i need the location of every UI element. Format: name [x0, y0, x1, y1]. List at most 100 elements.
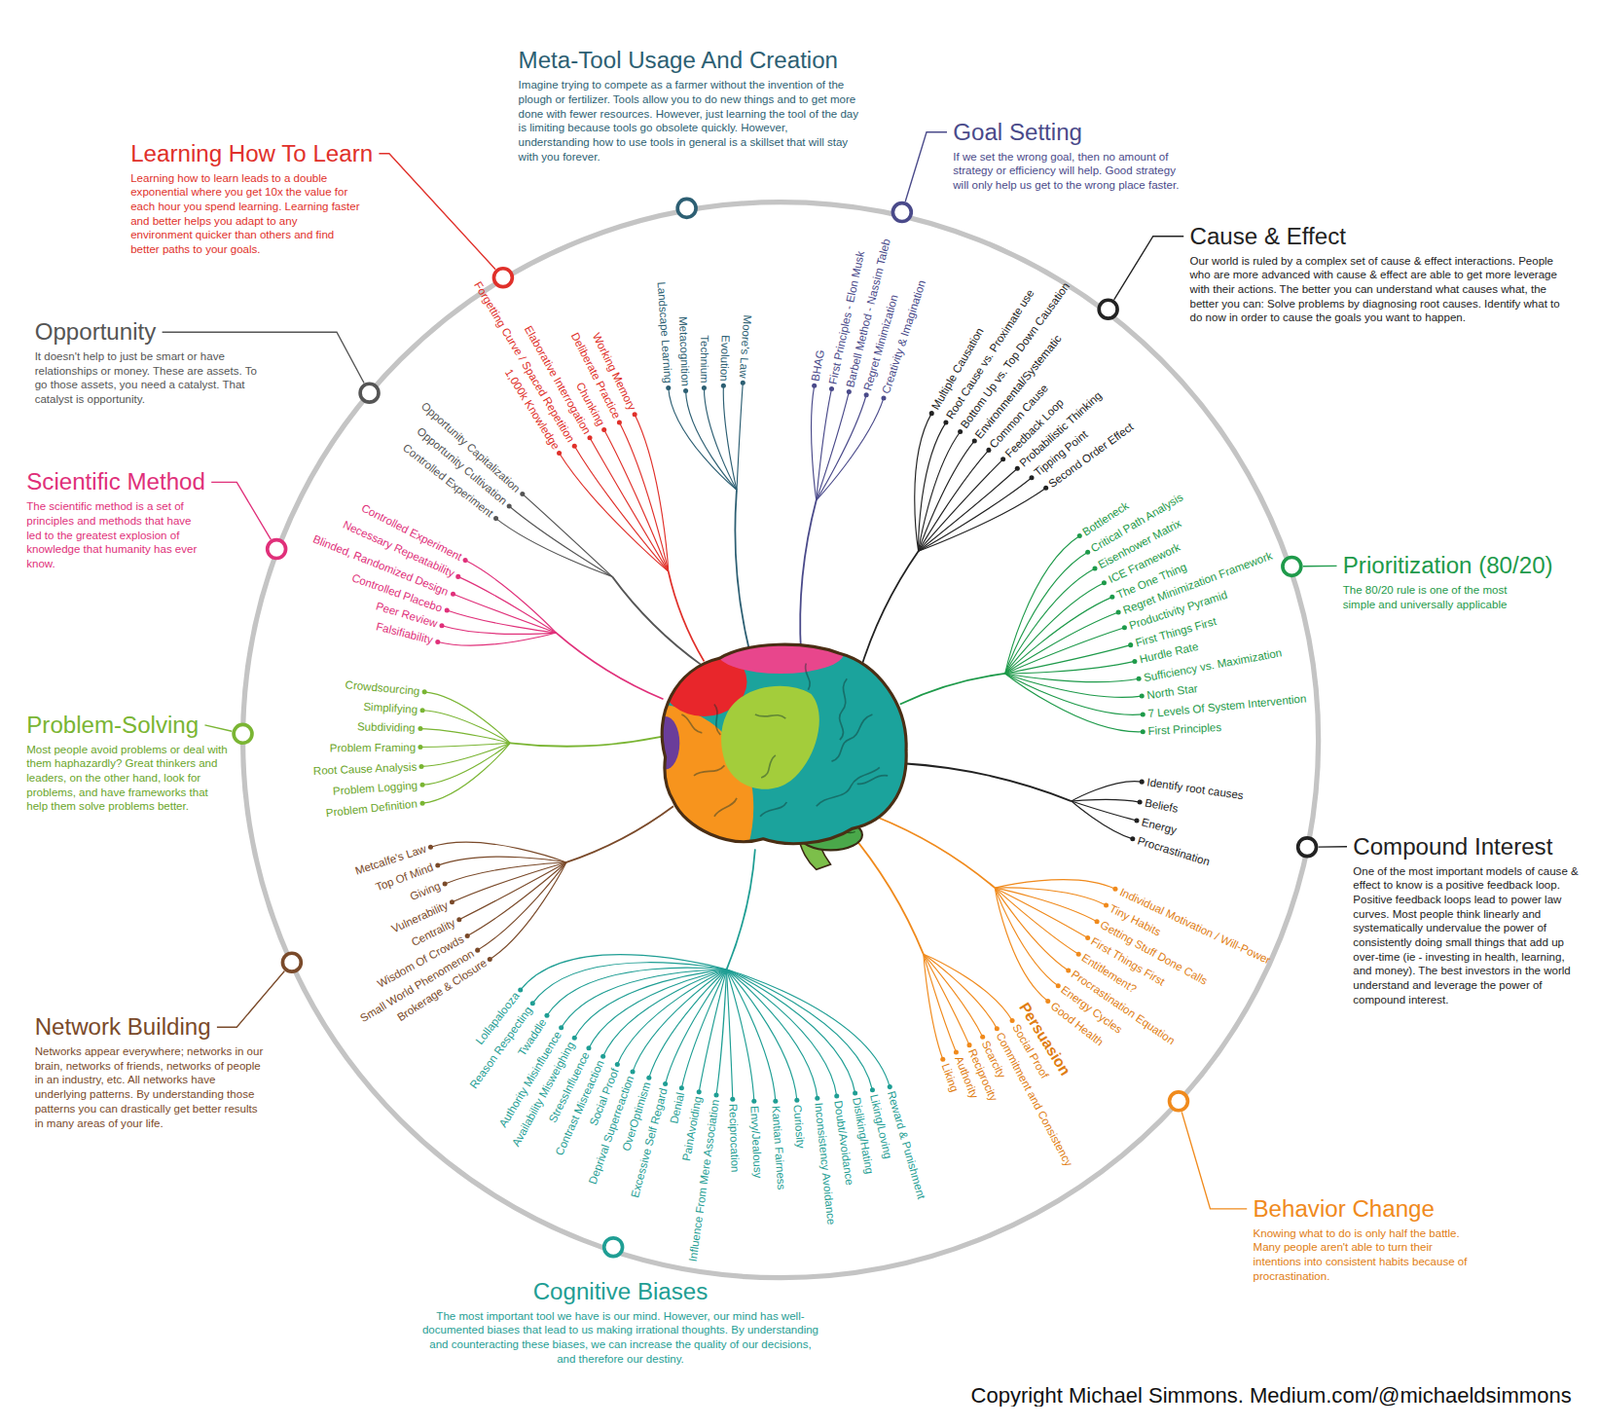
branch-dot	[463, 557, 469, 563]
branch-dot	[617, 420, 622, 426]
branch-dot	[422, 689, 428, 694]
branch-line	[509, 506, 613, 577]
branch-dot	[852, 1090, 858, 1095]
branch-item: Kantian Fairness	[768, 1105, 789, 1191]
branch-dot	[493, 515, 499, 521]
category-ring	[282, 952, 301, 972]
branch-dot	[696, 1089, 702, 1094]
branch-line	[727, 969, 856, 1093]
branch-dot	[772, 1098, 778, 1104]
branch-line	[451, 862, 566, 903]
branch-line	[589, 437, 669, 572]
branch-dot	[558, 1024, 564, 1030]
category-callout: Cognitive BiasesThe most important tool …	[421, 1277, 820, 1366]
branch-line	[994, 887, 1058, 986]
branch-dot	[1076, 951, 1082, 957]
branch-stem	[612, 576, 702, 665]
branch-item: Denial	[666, 1090, 687, 1126]
branch-line	[723, 385, 737, 490]
category-description: Imagine trying to compete as a farmer wi…	[518, 77, 861, 164]
category-heading: Cause & Effect	[1190, 222, 1346, 251]
category-description: The 80/20 rule is one of the most simple…	[1343, 582, 1512, 612]
fold	[714, 703, 721, 734]
branch-dot	[572, 1035, 578, 1041]
branch-line	[923, 953, 957, 1053]
branch-line	[467, 862, 567, 936]
branch-item: Problem Definition	[325, 797, 418, 820]
category-ring	[1282, 556, 1302, 576]
category-description: The scientific method is a set of princi…	[26, 499, 205, 571]
category-description: One of the most important models of caus…	[1352, 863, 1582, 1007]
branch-dot	[811, 383, 817, 389]
branch-line	[546, 967, 728, 1016]
category-callout: Meta-Tool Usage And CreationImagine tryi…	[518, 46, 866, 164]
branch-line	[811, 385, 817, 500]
leader-line	[905, 132, 947, 202]
branch-line	[1005, 673, 1144, 715]
branch-dot	[662, 1081, 668, 1087]
branch-line	[617, 969, 727, 1065]
branch-line	[994, 887, 1079, 954]
branch-stem	[900, 673, 1006, 704]
category-description: It doesn't help to just be smart or have…	[35, 349, 260, 407]
brain-outline	[661, 644, 907, 843]
branch-item: Envy/Jealousy	[747, 1105, 765, 1179]
branch-dot	[980, 1034, 985, 1040]
branch-dot	[465, 933, 471, 939]
branch-line	[703, 387, 737, 490]
branch-dot	[442, 880, 448, 886]
branch-dot	[419, 763, 425, 769]
category-description: Our world is ruled by a complex set of c…	[1190, 253, 1570, 325]
branch-line	[522, 493, 613, 577]
branch-line	[923, 953, 970, 1045]
branch-dot	[1139, 693, 1145, 699]
branch-dot	[834, 1093, 839, 1099]
branch-line	[727, 969, 873, 1091]
branch-line	[727, 969, 891, 1088]
branch-dot	[556, 450, 562, 456]
branch-dot	[957, 429, 963, 435]
parietal-lobe	[717, 632, 844, 674]
fold	[857, 775, 888, 785]
branch-dot	[740, 380, 746, 386]
branch-item: Subdividing	[357, 720, 416, 735]
branch-line	[1005, 645, 1131, 674]
copyright-note: Copyright Michael Simmons. Medium.com/@m…	[971, 1381, 1572, 1408]
branch-stem	[668, 571, 705, 661]
branch-item: First Principles	[1147, 721, 1222, 739]
branch-dot	[1010, 1018, 1016, 1023]
category-callout: Learning How To LearnLearning how to lea…	[130, 140, 376, 257]
branch-dot	[1136, 676, 1142, 682]
branch-item: Crowdsourcing	[344, 678, 421, 698]
leader-line	[217, 970, 285, 1027]
branch-dot	[474, 947, 480, 953]
branch-dot	[530, 1000, 536, 1006]
branch-line	[1071, 800, 1133, 839]
branch-item: North Star	[1145, 681, 1199, 702]
branch-dot	[1116, 610, 1122, 616]
branch-line	[923, 953, 944, 1059]
branch-dot	[1077, 533, 1083, 539]
branch-line	[441, 625, 556, 635]
category-heading: Goal Setting	[952, 118, 1083, 146]
branch-dot	[1137, 800, 1143, 805]
category-rings	[233, 198, 1316, 1256]
branch-line	[923, 953, 983, 1037]
branch-stem	[903, 763, 1072, 801]
category-description: Knowing what to do is only half the batt…	[1253, 1225, 1477, 1283]
branch-line	[1005, 660, 1135, 674]
branch-dot	[1140, 711, 1146, 717]
category-callout: OpportunityIt doesn't help to just be sm…	[35, 318, 265, 406]
branch-item: Problem Logging	[331, 778, 418, 799]
branch-stem	[555, 632, 663, 699]
branch-dot	[870, 1087, 875, 1092]
branch-dot	[943, 420, 948, 426]
branch-dot	[417, 726, 423, 731]
branch-item: Problem Framing	[328, 740, 416, 755]
branch-dot	[615, 1061, 620, 1067]
branch-line	[421, 742, 510, 766]
branch-line	[736, 382, 743, 490]
branch-line	[1071, 781, 1142, 801]
category-description: Learning how to learn leads to a double …	[130, 170, 361, 256]
